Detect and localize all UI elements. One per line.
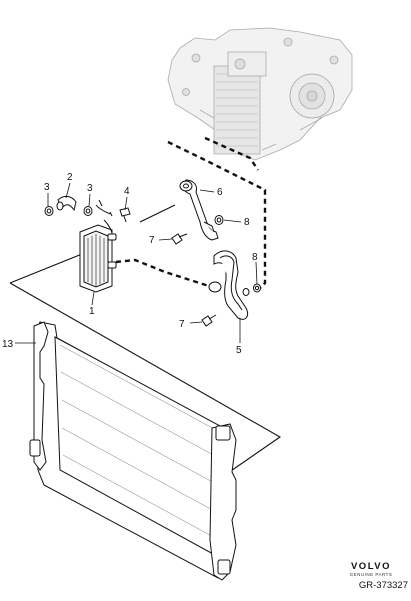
callout-3-right: 3 — [87, 183, 93, 194]
cooler-connection-pipe — [95, 199, 113, 235]
callout-2: 2 — [67, 172, 73, 183]
callout-6: 6 — [217, 187, 223, 198]
callout-8-upper: 8 — [244, 217, 250, 228]
lower-oil-pipe — [208, 250, 250, 320]
callout-8-lower: 8 — [252, 252, 258, 263]
pipe-bolts — [171, 233, 217, 327]
routing-dashed-lines — [115, 136, 267, 289]
diagram-reference: GR-373327 — [358, 580, 408, 591]
oil-cooler — [79, 224, 117, 293]
callout-1: 1 — [89, 306, 95, 317]
assembly-outline — [9, 204, 282, 476]
callout-4: 4 — [124, 186, 130, 197]
callout-5: 5 — [236, 345, 242, 356]
upper-oil-pipe — [179, 179, 219, 241]
hose — [56, 195, 77, 212]
callout-3-left: 3 — [44, 182, 50, 193]
brand-tagline: GENUINE PARTS — [349, 572, 393, 577]
callout-7-upper: 7 — [149, 235, 155, 246]
leader-lines — [15, 182, 258, 344]
callout-13: 13 — [2, 339, 14, 350]
seal-rings — [44, 206, 93, 216]
callout-7-lower: 7 — [179, 319, 185, 330]
radiator — [29, 321, 237, 581]
brand-logo: VOLVO — [350, 561, 392, 572]
bolt — [119, 207, 131, 223]
callout-labels: 3 2 3 4 6 8 7 8 1 7 5 13 — [2, 172, 258, 356]
transmission-housing — [167, 27, 353, 161]
